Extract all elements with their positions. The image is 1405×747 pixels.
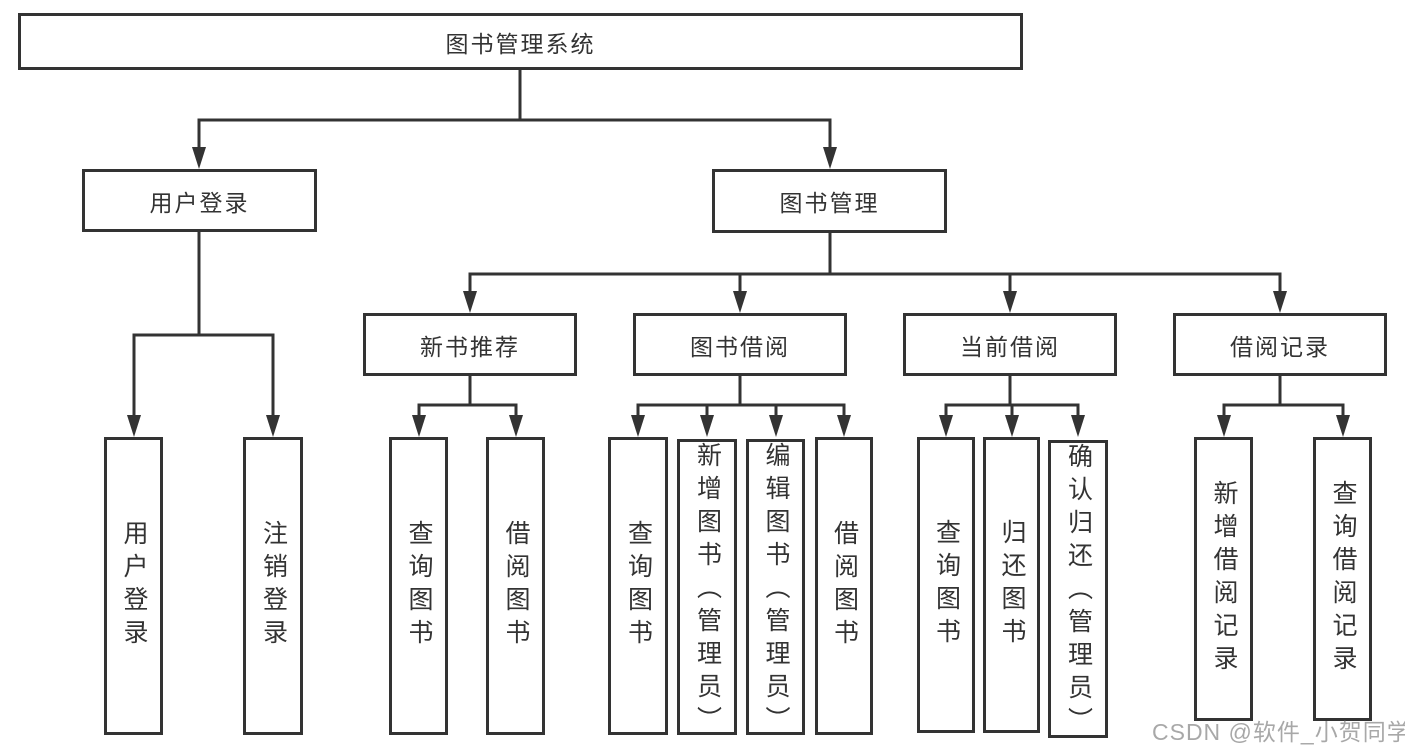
node-library-management-system: 图书管理系统 <box>18 13 1023 70</box>
leaf-borrow-books-2: 借阅图书 <box>815 437 873 735</box>
node-borrowing-records: 借阅记录 <box>1173 313 1387 376</box>
leaf-logout-login: 注销登录 <box>243 437 303 735</box>
leaf-add-borrow-record: 新增借阅记录 <box>1194 437 1253 721</box>
node-book-borrowing: 图书借阅 <box>633 313 847 376</box>
leaf-query-borrow-record: 查询借阅记录 <box>1313 437 1372 721</box>
node-user-login: 用户登录 <box>82 169 317 232</box>
leaf-add-books-admin: 新增图书（管理员） <box>677 439 737 739</box>
leaf-query-books-3: 查询图书 <box>917 437 975 733</box>
node-new-book-recommend: 新书推荐 <box>363 313 577 376</box>
leaf-return-books: 归还图书 <box>983 437 1040 733</box>
connector-level1-bar <box>197 118 832 150</box>
leaf-borrow-books-1: 借阅图书 <box>486 437 545 735</box>
leaf-query-books-2: 查询图书 <box>608 437 668 735</box>
connector-level2-bar <box>468 272 1282 292</box>
connector-userlogin-bar <box>132 333 275 416</box>
leaf-user-login: 用户登录 <box>104 437 163 735</box>
node-current-borrowing: 当前借阅 <box>903 313 1117 376</box>
leaf-edit-books-admin: 编辑图书（管理员） <box>746 439 805 739</box>
csdn-watermark: CSDN @软件_小贺同学 <box>1152 719 1405 745</box>
leaf-query-books-1: 查询图书 <box>389 437 448 735</box>
node-book-management: 图书管理 <box>712 169 947 233</box>
arrowheads <box>127 147 1350 437</box>
leaf-confirm-return-admin: 确认归还（管理员） <box>1048 440 1108 740</box>
